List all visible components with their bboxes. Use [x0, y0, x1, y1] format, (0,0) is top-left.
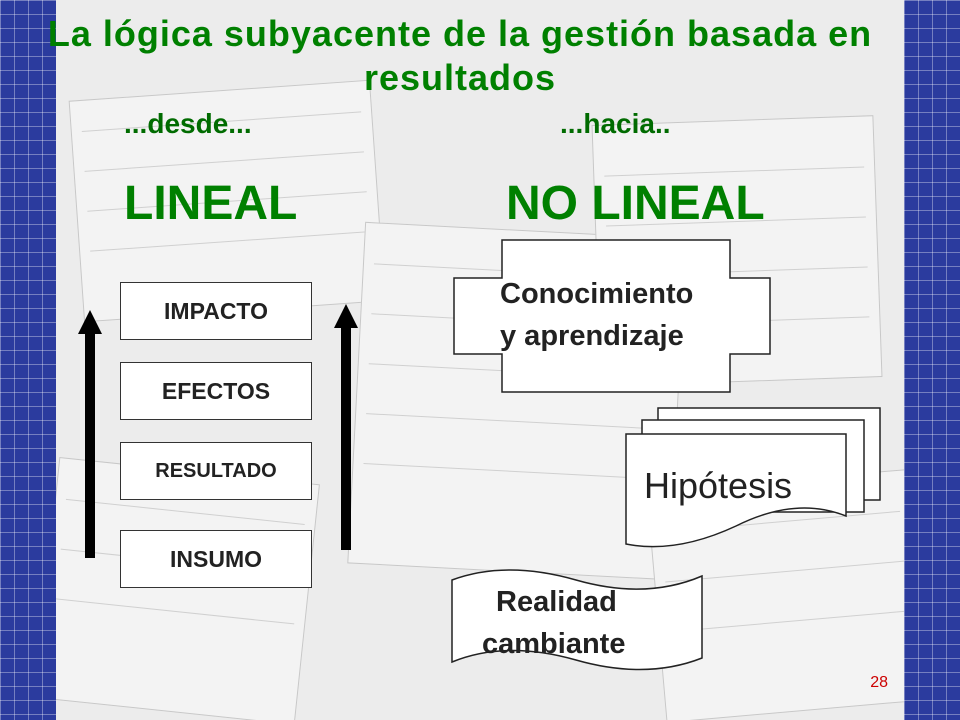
hypothesis-document-stack — [625, 407, 881, 548]
input-box: INSUMO — [120, 530, 312, 588]
impact-box: IMPACTO — [120, 282, 312, 340]
right-up-arrow — [334, 304, 358, 550]
effects-box: EFECTOS — [120, 362, 312, 420]
slide-title: La lógica subyacente de la gestión basad… — [47, 13, 873, 98]
reality-line-1: Realidad — [496, 586, 617, 618]
hypothesis-label: Hipótesis — [644, 465, 793, 506]
left-up-arrow — [78, 310, 102, 558]
reality-line-2: cambiante — [482, 628, 626, 660]
to-label: ...hacia.. — [560, 108, 671, 139]
from-label: ...desde... — [124, 108, 252, 139]
nonlinear-label: NO LINEAL — [506, 177, 765, 230]
reality-banner — [451, 569, 703, 671]
right-border-strip — [904, 0, 960, 720]
knowledge-line-1: Conocimiento — [500, 278, 694, 310]
knowledge-shape — [453, 239, 771, 393]
left-border-strip — [0, 0, 56, 720]
linear-label: LINEAL — [124, 177, 298, 230]
result-box: RESULTADO — [120, 442, 312, 500]
page-number: 28 — [870, 674, 888, 691]
knowledge-line-2: y aprendizaje — [500, 320, 684, 352]
